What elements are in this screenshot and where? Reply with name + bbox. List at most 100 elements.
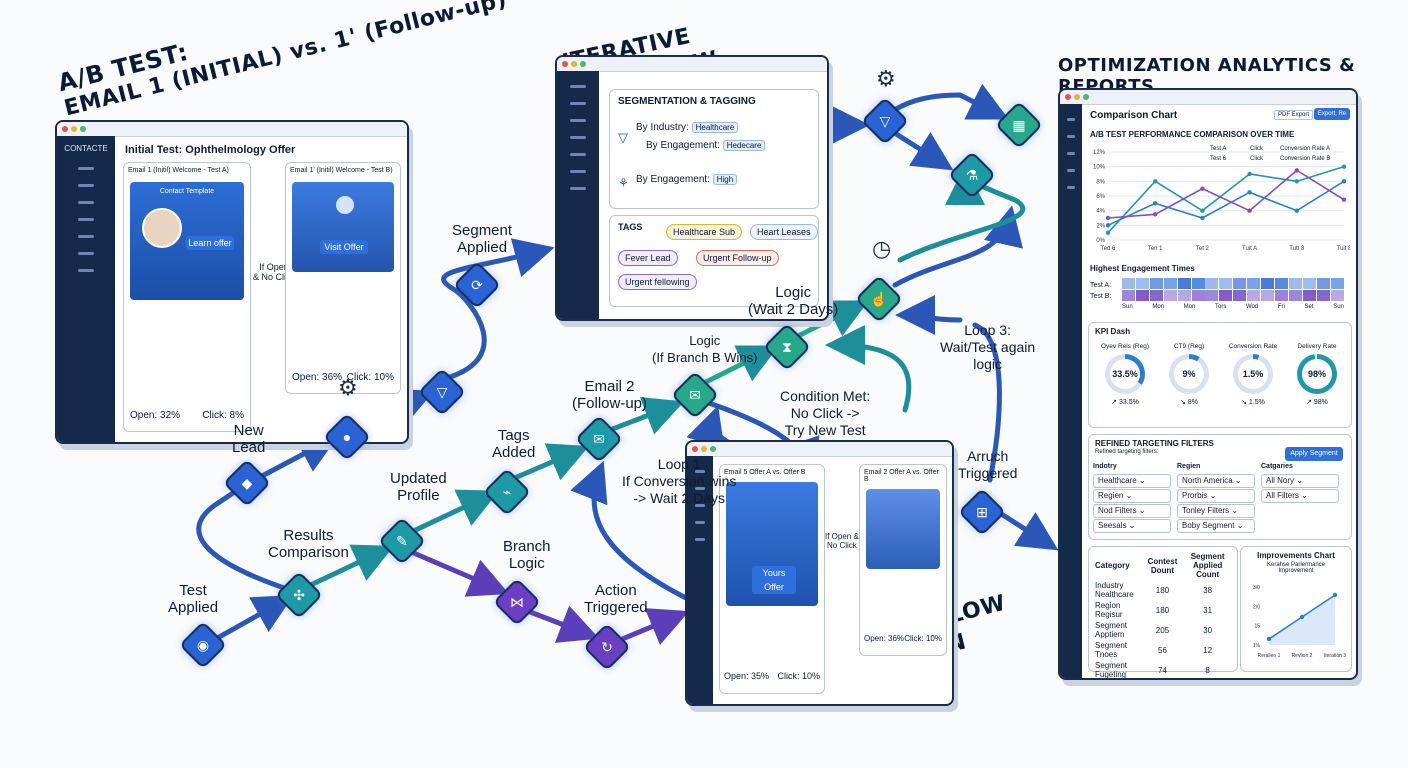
pdf-export-button[interactable]: PDF Export	[1274, 110, 1314, 120]
filter-dropdown[interactable]: All Nory ⌄	[1261, 474, 1339, 488]
table-cell: Region Regisur	[1095, 601, 1123, 619]
table-cell: 180	[1155, 605, 1170, 615]
analytics-titlebar	[1060, 90, 1356, 105]
seg-by-engagement-2: By Engagement: High	[636, 174, 738, 185]
export-button[interactable]: Export, Re	[1314, 108, 1350, 120]
flask-icon: ⚗	[965, 167, 979, 183]
heatmap-cell	[1135, 290, 1149, 301]
heatmap-cell	[1247, 290, 1261, 301]
kpi-ring: 9%	[1169, 354, 1209, 394]
filter-dropdown[interactable]: Tonley Filters ⌄	[1177, 504, 1255, 518]
seg-industry-value[interactable]: Healthcare	[691, 122, 739, 133]
series-line	[1107, 180, 1345, 227]
email1-offer-button[interactable]: Learn offer	[186, 236, 234, 250]
seg-engagement2-value[interactable]: High	[712, 174, 738, 185]
data-point[interactable]	[1153, 212, 1158, 217]
apply-segment-button[interactable]: Apply Segment	[1285, 447, 1343, 461]
y-tick-label: 2%	[1096, 223, 1105, 229]
filter-dropdown[interactable]: North America ⌄	[1177, 474, 1255, 488]
filters-panel: REFINED TARGETING FILTERS Refined target…	[1088, 434, 1352, 540]
data-point[interactable]	[1153, 201, 1158, 206]
filter-dropdown[interactable]: All Filters ⌄	[1261, 489, 1339, 503]
heatmap-cell	[1261, 278, 1274, 289]
filter-column-label: Regien	[1177, 463, 1201, 470]
data-point[interactable]	[1294, 208, 1299, 213]
table-cell: 31	[1203, 605, 1213, 615]
label-results-comparison: Results Comparison	[268, 527, 349, 561]
heatmap-cell	[1149, 290, 1163, 301]
series-line	[1107, 165, 1345, 234]
x-tick-label: Ted 6	[1101, 246, 1116, 252]
y-tick-label: 2/0	[1253, 604, 1260, 610]
email1-avatar	[142, 208, 182, 248]
viz-email-a-button[interactable]: Yours Offer	[752, 566, 796, 594]
viz-email-b-card[interactable]: Email 2 Offer A vs. Offer B Open: 36% Cl…	[859, 464, 947, 656]
kpi-value: 98%	[1302, 359, 1332, 389]
tag-3[interactable]: Fever Lead	[618, 250, 678, 266]
x-tick-label: Revlion 2	[1292, 653, 1313, 659]
filter-dropdown[interactable]: Boby Segment ⌄	[1177, 519, 1255, 533]
dot-icon: ●	[342, 429, 352, 445]
table-cell: 8	[1205, 665, 1210, 675]
filter-dropdown[interactable]: Healthcare ⌄	[1093, 474, 1171, 488]
day-7: Set	[1304, 304, 1314, 310]
tag-2[interactable]: Heart Leases	[750, 224, 818, 240]
kpi-delta: ↘ 1.5%	[1241, 399, 1265, 406]
funnel-icon: ▽	[436, 384, 448, 400]
data-point[interactable]	[1200, 208, 1205, 213]
viz-window-sidebar	[687, 456, 713, 704]
seg-by-engagement2-label: By Engagement:	[636, 174, 710, 185]
data-point[interactable]	[1341, 164, 1347, 169]
table-cell: Segment Fugeting	[1095, 661, 1128, 679]
heatmap-cell	[1247, 278, 1261, 289]
data-point[interactable]	[1200, 186, 1205, 191]
filter-column-label: Indotry	[1093, 463, 1117, 470]
email2-offer-button[interactable]: Visit Offer	[320, 240, 368, 254]
data-point[interactable]	[1105, 223, 1111, 228]
filter-dropdown[interactable]: Seesals ⌄	[1093, 519, 1171, 533]
seg-engagement-value[interactable]: Hedecare	[722, 140, 766, 151]
data-point[interactable]	[1105, 230, 1111, 235]
email1-card[interactable]: Email 1 (Initil) Welcome - Test A) Conta…	[123, 162, 251, 432]
tag-4[interactable]: Urgent Follow-up	[696, 250, 779, 266]
email2-banner: Visit Offer	[292, 182, 394, 272]
heatmap-cell	[1177, 278, 1191, 289]
sync-icon: ⟳	[471, 277, 483, 293]
filters-subtitle: Refined targeting filters:	[1095, 449, 1159, 455]
kpi-label: CT9 (Reg)	[1173, 343, 1205, 350]
data-point[interactable]	[1247, 190, 1252, 195]
filter-dropdown[interactable]: Nod Filters ⌄	[1093, 504, 1171, 518]
heatmap-cell	[1316, 278, 1330, 289]
viz-email-a-card[interactable]: Email 5 Offer A vs. Offer B Yours Offer …	[719, 464, 825, 694]
data-point[interactable]	[1341, 197, 1347, 202]
envelope-icon: ✉	[689, 387, 701, 403]
data-point[interactable]	[1341, 179, 1347, 184]
email2-card[interactable]: Email 1' (Initil) Welcome - Test B) Visi…	[285, 162, 401, 394]
table-cell: 74	[1158, 665, 1167, 675]
gear-icon-top: ⚙	[876, 66, 896, 91]
heatmap-cell	[1177, 290, 1191, 301]
data-point[interactable]	[1105, 215, 1111, 221]
data-point[interactable]	[1299, 614, 1305, 620]
data-point[interactable]	[1294, 168, 1299, 173]
improvements-subtitle: Kerahse Parlermance Improvement	[1266, 562, 1326, 574]
email2-click-stat: Click: 10%	[346, 372, 394, 383]
tag-5[interactable]: Urgent fellowing	[618, 274, 697, 290]
data-point[interactable]	[1266, 636, 1272, 642]
data-point[interactable]	[1247, 171, 1252, 177]
filter-dropdown[interactable]: Prorbis ⌄	[1177, 489, 1255, 503]
tag-1[interactable]: Healthcare Sub	[666, 224, 743, 240]
label-email2: Email 2 (Follow-up)	[572, 378, 648, 412]
improvements-panel: Improvements Chart Kerahse Parlermance I…	[1240, 546, 1352, 672]
kpi-panel: KPI Dash Oyev Rels (Reg)33.5%↗ 33.5%CT9 …	[1088, 322, 1352, 428]
data-point[interactable]	[1294, 179, 1299, 184]
data-point[interactable]	[1153, 179, 1158, 184]
heatmap-cell	[1274, 290, 1288, 301]
label-loop1: Loop 1 If Conversion wins -> Wait 2 Days	[622, 456, 737, 506]
data-point[interactable]	[1332, 592, 1338, 598]
seg-by-engagement-label: By Engagement:	[646, 140, 720, 151]
data-point[interactable]	[1200, 215, 1205, 221]
data-point[interactable]	[1247, 208, 1252, 213]
filter-dropdown[interactable]: Regien ⌄	[1093, 489, 1171, 503]
